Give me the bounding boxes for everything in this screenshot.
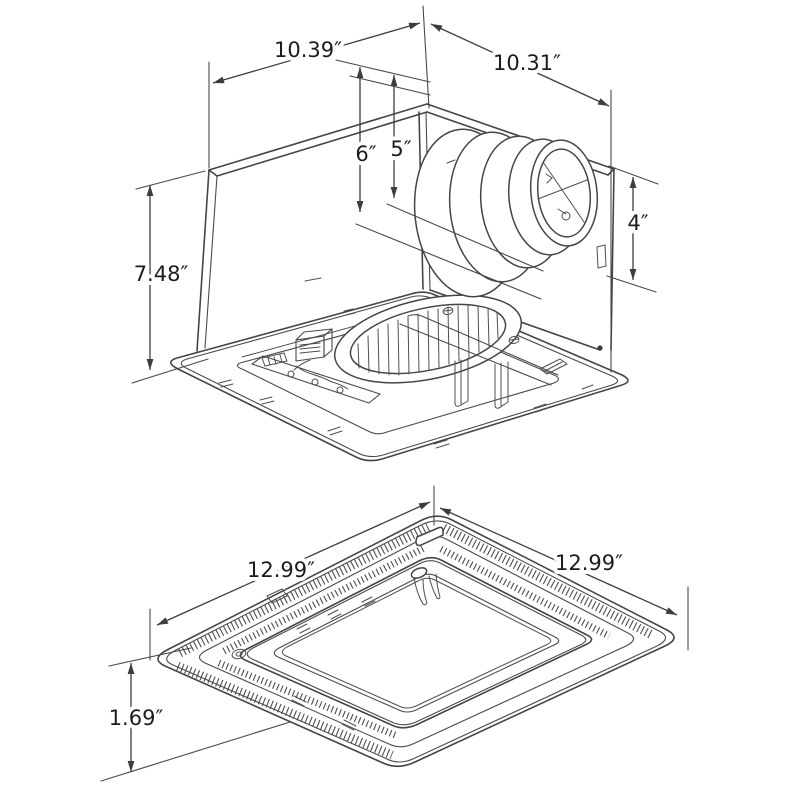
electrical-box: [295, 328, 333, 362]
grille-dimensions: 12.99″ 12.99″ 1.69″: [100, 485, 689, 782]
duct-ring-5-label: 5″: [390, 137, 411, 161]
fan-housing-figure: 10.39″ 10.31″ 6″ 5″ 7.48″ 4″: [130, 5, 659, 462]
duct-diameter-label: 4″: [627, 211, 648, 235]
damper-flap: [537, 161, 588, 223]
wiring-channel: [251, 352, 381, 404]
housing-height-label: 7.48″: [134, 262, 189, 286]
corner-boss: [231, 648, 247, 660]
dim-line-grille-left: [156, 501, 431, 626]
housing-dimensions: 10.39″ 10.31″ 6″ 5″ 7.48″ 4″: [130, 5, 659, 384]
duct-ring-6-label: 6″: [355, 142, 376, 166]
dim-line-grille-right: [439, 507, 678, 616]
duct-connector: [413, 128, 599, 298]
grille-width-left-label: 12.99″: [247, 558, 315, 582]
housing-width-right-label: 10.31″: [493, 51, 561, 75]
dim-line-width-left: [212, 22, 421, 84]
grille-width-right-label: 12.99″: [555, 551, 623, 575]
spring-clip: [410, 567, 441, 606]
motor-bracket-legs: [454, 357, 509, 409]
blower-vanes: [357, 305, 499, 376]
mounting-screws: [343, 306, 520, 345]
dim-line-width-right: [430, 23, 610, 107]
housing-width-left-label: 10.39″: [274, 38, 342, 62]
grille-depth-label: 1.69″: [109, 706, 164, 730]
blower-wheel: [333, 294, 568, 409]
grille-figure: 12.99″ 12.99″ 1.69″: [100, 485, 689, 782]
side-bracket: [539, 358, 568, 375]
